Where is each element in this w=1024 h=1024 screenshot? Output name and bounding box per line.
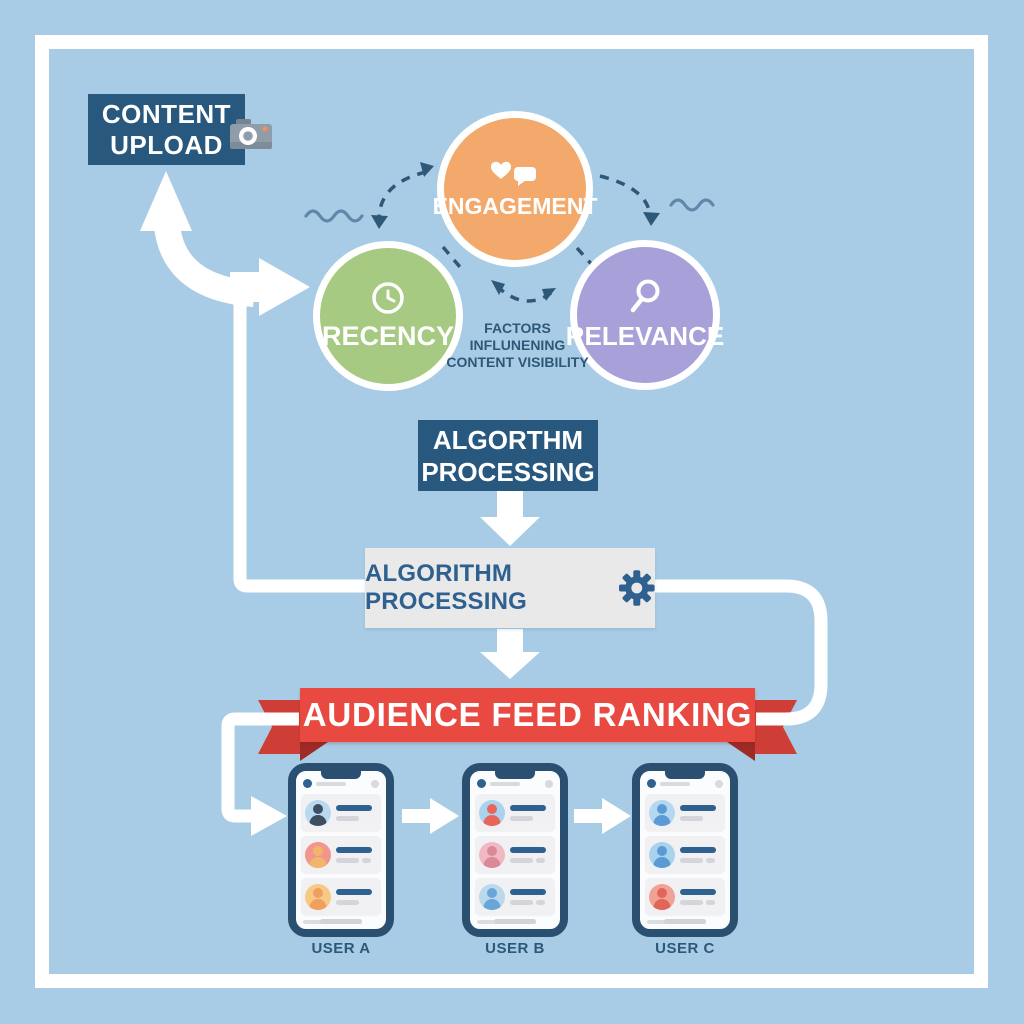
- header-placeholder: [490, 781, 520, 786]
- feed-card: [301, 794, 381, 831]
- phone-screen: [470, 771, 560, 929]
- feed-card: [645, 836, 725, 873]
- content-upload-box: CONTENT UPLOAD: [88, 94, 245, 165]
- audience-feed-ranking-ribbon: AUDIENCE FEED RANKING: [300, 688, 755, 742]
- factors-caption: FACTORS INFLUNENING CONTENT VISIBILITY: [425, 320, 610, 371]
- avatar: [649, 841, 675, 868]
- phone-notch: [321, 770, 361, 779]
- avatar: [305, 883, 331, 910]
- engagement-label: ENGAGEMENT: [432, 192, 598, 219]
- user-b-label: USER B: [485, 940, 545, 957]
- home-indicator: [664, 919, 706, 924]
- feed-card: [301, 878, 381, 915]
- phone-screen: [296, 771, 386, 929]
- header-placeholder: [660, 781, 690, 786]
- feed-card: [475, 878, 555, 915]
- feed-card: [645, 794, 725, 831]
- caption-line1: FACTORS: [484, 320, 551, 336]
- phone-notch: [665, 770, 705, 779]
- algorithm-processing-box: ALGORTHM PROCESSING: [418, 420, 598, 491]
- avatar: [305, 799, 331, 826]
- relevance-label: RELEVANCE: [565, 320, 725, 351]
- feed-card: [475, 836, 555, 873]
- engagement-circle: ENGAGEMENT: [433, 111, 597, 267]
- connector-right: [653, 579, 828, 726]
- ribbon-label: AUDIENCE FEED RANKING: [302, 696, 753, 733]
- algorithm-processing-bar: ALGORITHM PROCESSING: [365, 548, 655, 628]
- phone-user-c: [632, 763, 738, 937]
- home-indicator: [494, 919, 536, 924]
- caption-line3: CONTENT VISIBILITY: [446, 354, 589, 370]
- menu-dot: [371, 779, 379, 788]
- phone-screen: [640, 771, 730, 929]
- avatar: [649, 883, 675, 910]
- phone-user-a: [288, 763, 394, 937]
- content-upload-line1: CONTENT: [101, 98, 232, 129]
- feed-card: [475, 794, 555, 831]
- phone-arrow-1: [402, 798, 459, 834]
- feed-header: [303, 779, 379, 788]
- header-placeholder: [316, 781, 346, 786]
- gear-icon: [619, 570, 655, 606]
- magnifier-icon: [630, 279, 660, 312]
- recency-circle: RECENCY: [313, 241, 463, 391]
- feed-header: [647, 779, 723, 788]
- clock-icon: [372, 281, 404, 314]
- phone-notch: [495, 770, 535, 779]
- connector-feed: [221, 712, 299, 836]
- home-indicator: [320, 919, 362, 924]
- heart-comment-icon: [491, 161, 536, 186]
- caption-line2: INFLUNENING: [469, 337, 566, 353]
- algorithm-bar-label: ALGORITHM PROCESSING: [365, 560, 528, 615]
- phone-user-b: [462, 763, 568, 937]
- feed-header: [477, 779, 553, 788]
- connector-left: [233, 292, 368, 593]
- profile-dot: [647, 779, 656, 788]
- squiggle-decorations: [304, 198, 715, 223]
- algorithm-box-line1: ALGORTHM: [432, 424, 584, 455]
- user-c-label: USER C: [655, 940, 715, 957]
- user-a-label: USER A: [311, 940, 371, 957]
- border-frame: [35, 35, 988, 988]
- algorithm-box-line2: PROCESSING: [421, 456, 595, 487]
- down-arrow-1: [480, 491, 540, 546]
- phone-arrow-2: [574, 798, 631, 834]
- avatar: [479, 799, 505, 826]
- recency-label: RECENCY: [321, 320, 455, 351]
- feed-card: [301, 836, 381, 873]
- down-arrow-2: [480, 629, 540, 679]
- content-upload-line2: UPLOAD: [110, 129, 223, 160]
- avatar: [479, 841, 505, 868]
- menu-dot: [545, 779, 553, 788]
- avatar: [479, 883, 505, 910]
- menu-dot: [715, 779, 723, 788]
- camera-icon: [230, 119, 272, 149]
- avatar: [649, 799, 675, 826]
- avatar: [305, 841, 331, 868]
- dashed-arrowheads: [371, 162, 660, 301]
- profile-dot: [477, 779, 486, 788]
- feed-card: [645, 878, 725, 915]
- profile-dot: [303, 779, 312, 788]
- relevance-circle: RELEVANCE: [566, 240, 724, 390]
- upload-arrow: [140, 171, 310, 316]
